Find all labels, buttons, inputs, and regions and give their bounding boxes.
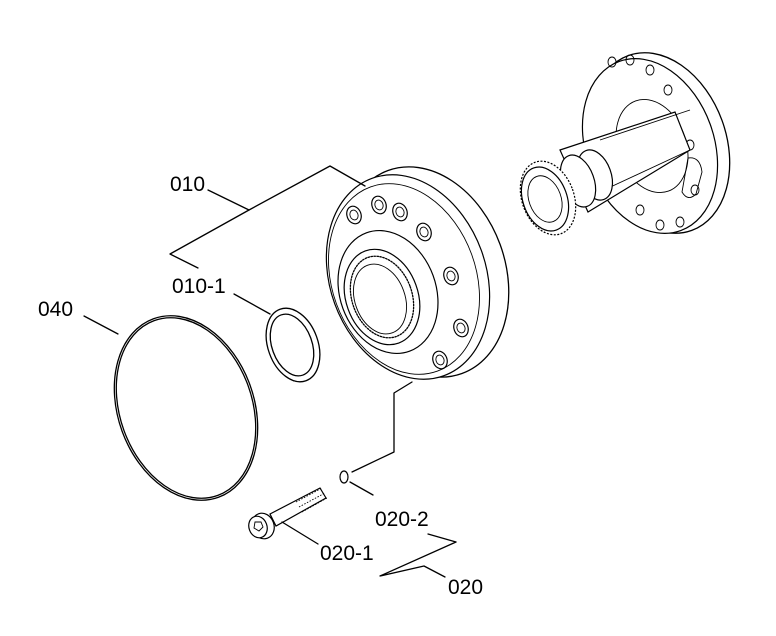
shaft-flange-icon: [519, 52, 731, 236]
callout-040: 040: [38, 298, 73, 321]
callout-020-2: 020-2: [375, 508, 429, 531]
socket-bolt-icon: [248, 487, 328, 540]
callout-020-1: 020-1: [320, 542, 374, 565]
seal-ring-icon: [265, 307, 321, 383]
callout-010: 010: [170, 173, 205, 196]
pump-housing-icon: [325, 166, 510, 380]
leader-lines: [83, 165, 457, 578]
dowel-pin-icon: [339, 470, 349, 484]
gasket-ring-icon: [113, 315, 259, 501]
callout-010-1: 010-1: [172, 275, 226, 298]
callout-020: 020: [448, 576, 483, 599]
housing-bolt-holes: [346, 195, 469, 370]
